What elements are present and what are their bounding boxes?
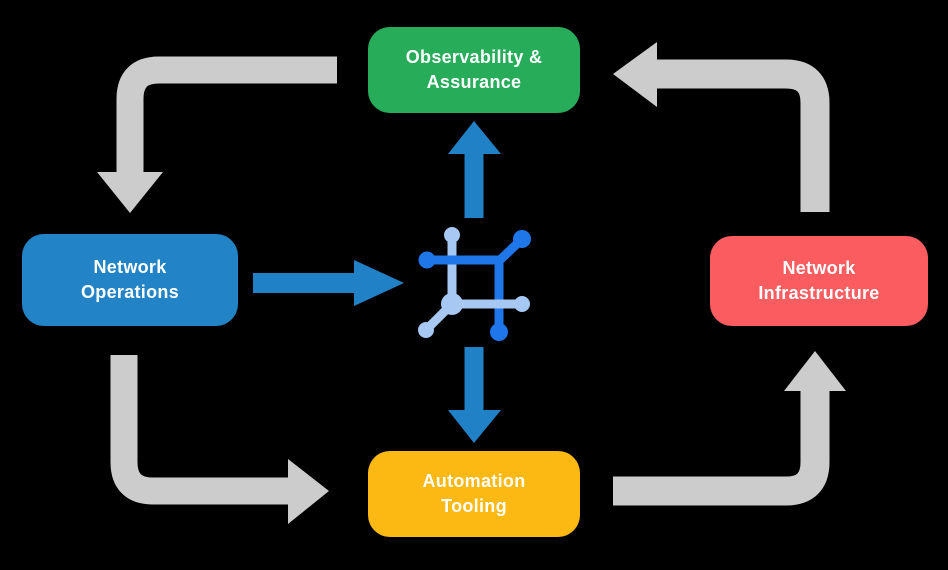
node-label-line2: Operations — [80, 282, 180, 302]
node-label-line2: Tooling — [441, 496, 507, 516]
node-label-line1: Network — [782, 258, 856, 278]
icon-node-right — [514, 296, 530, 312]
arrow-head-up-icon — [448, 121, 501, 154]
icon-node-bottom — [490, 323, 508, 341]
arrow-shaft — [116, 56, 337, 173]
arrow-head-right-icon — [354, 260, 404, 306]
blue-arrow-center-to-automation — [448, 347, 501, 443]
gray-arrow-infrastructure-to-observability — [613, 42, 830, 212]
gray-arrow-automation-to-infrastructure — [613, 351, 846, 506]
icon-dark-strokes — [427, 235, 526, 332]
arrow-head-down-icon — [97, 172, 163, 213]
node-network-operations: Network Operations — [22, 234, 238, 326]
arrow-shaft — [110, 355, 289, 505]
network-fabric-icon — [418, 227, 531, 341]
arrow-head-right-icon — [288, 459, 329, 524]
node-label-line1: Network — [93, 257, 167, 277]
node-label-line1: Automation — [422, 471, 526, 491]
icon-node-top — [444, 227, 460, 243]
icon-node-bottom-left — [418, 322, 434, 338]
node-label-line2: Infrastructure — [758, 283, 880, 303]
node-automation-tooling: Automation Tooling — [368, 451, 580, 537]
blue-arrow-center-to-observability — [448, 121, 501, 218]
gray-arrow-operations-to-automation — [110, 355, 329, 524]
blue-arrow-operations-to-center — [253, 260, 404, 306]
icon-node-left — [418, 251, 436, 269]
arrow-head-down-icon — [448, 410, 501, 443]
arrow-head-left-icon — [613, 42, 657, 107]
node-network-infrastructure: Network Infrastructure — [710, 236, 928, 326]
node-label-line2: Assurance — [426, 72, 522, 92]
arrow-shaft — [656, 59, 830, 212]
gray-arrow-observability-to-operations — [97, 56, 337, 213]
icon-node-hub — [441, 293, 463, 315]
arrow-head-up-icon — [784, 351, 846, 391]
arrow-shaft — [613, 391, 830, 506]
icon-node-top-right — [513, 230, 531, 248]
node-label-line1: Observability & — [405, 47, 543, 67]
node-observability-assurance: Observability & Assurance — [368, 27, 580, 113]
icon-light-strokes-front — [422, 299, 522, 334]
